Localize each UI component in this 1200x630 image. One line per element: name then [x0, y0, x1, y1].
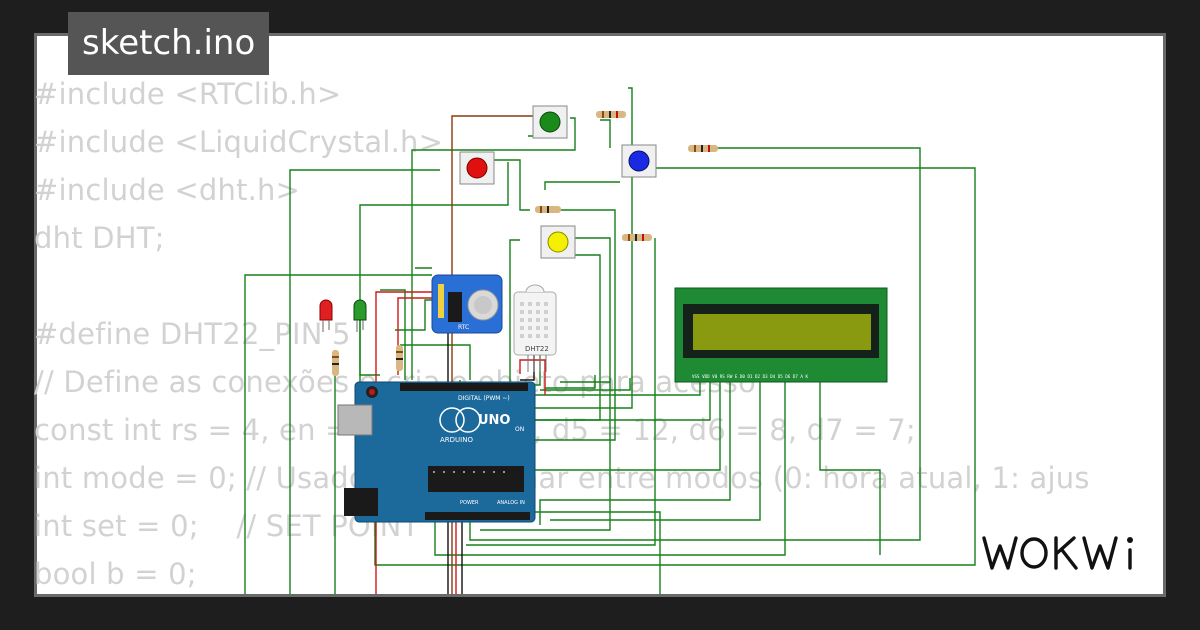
rtc-module: RTC [431, 274, 503, 334]
pushbutton-blue[interactable] [621, 144, 657, 178]
code-line: #include <RTClib.h> [34, 77, 342, 111]
wire-brown [451, 115, 540, 594]
tab-title[interactable]: sketch.ino [68, 12, 270, 75]
button-cap-green [539, 111, 561, 133]
led-green [353, 299, 367, 332]
resistor-6 [396, 345, 403, 371]
wires-green [244, 87, 976, 594]
pushbutton-red[interactable] [459, 151, 495, 185]
lcd-pin-labels: VSS VDD V0 RS RW E D0 D1 D2 D3 D4 D5 D6 … [692, 374, 808, 379]
dht22-sensor: DHT22 [513, 284, 557, 372]
arduino-brand: ARDUINO [440, 436, 473, 444]
arduino-analog-label: ANALOG IN [497, 500, 525, 506]
arduino-power-label: POWER [460, 500, 479, 506]
code-line: dht DHT; [34, 221, 165, 255]
code-line: #include <LiquidCrystal.h> [34, 125, 444, 159]
rtc-label: RTC [458, 324, 469, 331]
arduino-uno: ARDUINO UNO DIGITAL (PWM ~) POWER ANALOG… [337, 381, 536, 523]
resistor-2 [688, 145, 718, 152]
arduino-digital-label: DIGITAL (PWM ~) [458, 395, 510, 402]
code-line: #include <dht.h> [34, 173, 301, 207]
resistor-4 [622, 234, 652, 241]
arduino-model: UNO [478, 413, 511, 428]
code-line: #define DHT22_PIN 5 [34, 317, 351, 351]
resistor-5 [332, 350, 339, 376]
pushbutton-yellow[interactable] [540, 225, 576, 259]
button-cap-blue [628, 150, 650, 172]
button-cap-yellow [547, 231, 569, 253]
button-cap-red [466, 157, 488, 179]
wire-red-3 [519, 359, 546, 395]
arduino-on-label: ON [515, 426, 524, 433]
pushbutton-green[interactable] [532, 105, 568, 139]
lcd-screen [693, 314, 871, 350]
resistor-3 [535, 206, 561, 213]
dht-label: DHT22 [525, 345, 549, 353]
lcd-display: VSS VDD V0 RS RW E D0 D1 D2 D3 D4 D5 D6 … [674, 287, 888, 383]
wokwi-logo [982, 536, 1133, 570]
led-red [319, 299, 333, 332]
resistor-1 [596, 111, 626, 118]
code-line: bool b = 0; [34, 557, 197, 591]
wire-black-2 [520, 355, 535, 381]
